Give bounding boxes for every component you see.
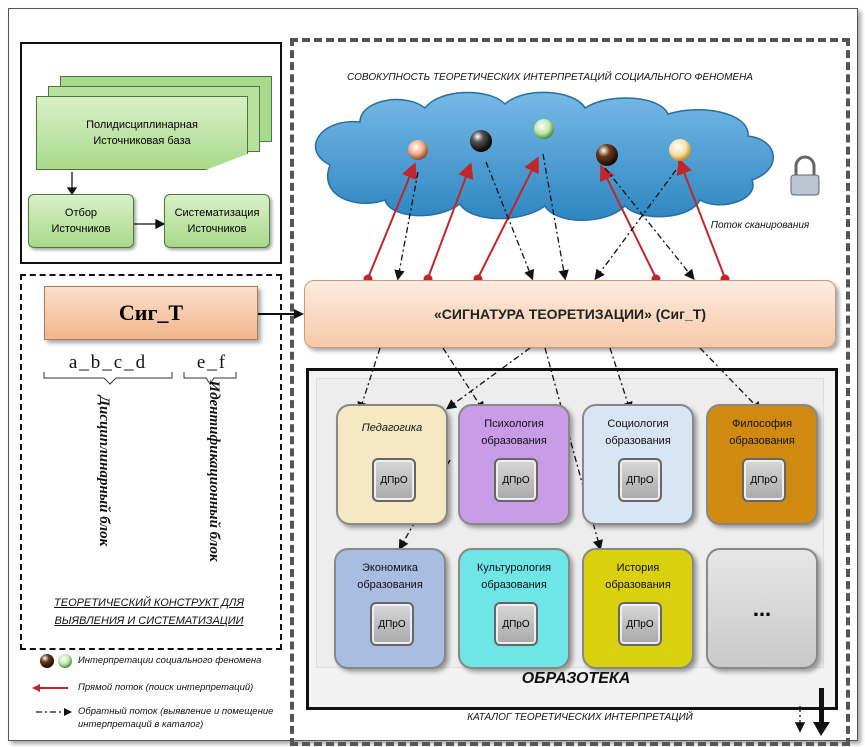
systematization-box: Систематизация Источников: [164, 194, 270, 248]
discipline-card-title: Философия образования: [729, 418, 795, 447]
more-label: ...: [752, 595, 772, 621]
dpro-badge: ДПрО: [618, 602, 662, 646]
systematization-label: Систематизация Источников: [174, 207, 260, 235]
identification-block-label: Идентификационный блок: [206, 380, 222, 562]
sig-to-signature-arrow: [258, 309, 304, 319]
discipline-card-title: Экономика образования: [357, 562, 423, 591]
reverse-flow-arrows: [357, 153, 806, 733]
dpro-badge: ДПрО: [370, 602, 414, 646]
interpretation-balls: [408, 119, 691, 166]
signature-label: «СИГНАТУРА ТЕОРЕТИЗАЦИИ» (Сиг_Т): [434, 306, 706, 322]
source-flow-arrows: [66, 172, 166, 230]
lock-icon: [790, 155, 820, 196]
selection-box: Отбор Источников: [28, 194, 134, 248]
selection-label: Отбор Источников: [51, 207, 111, 235]
signature-bar: «СИГНАТУРА ТЕОРЕТИЗАЦИИ» (Сиг_Т): [304, 280, 836, 348]
catalog-caption: КАТАЛОГ ТЕОРЕТИЧЕСКИХ ИНТЕРПРЕТАЦИЙ: [467, 712, 693, 723]
letters-group-2: e_f: [196, 352, 228, 373]
dpro-badge: ДПрО: [494, 458, 538, 502]
legend-icons: [32, 654, 72, 716]
dpro-badge: ДПрО: [494, 602, 538, 646]
discipline-card-title: Социология образования: [605, 418, 671, 447]
dpro-badge: ДПрО: [742, 458, 786, 502]
source-base-label: Полидисциплинарная Источниковая база: [86, 119, 198, 147]
discipline-card-title: Педагогика: [361, 422, 423, 434]
disciplinary-block-label: Дисциплинарный блок: [96, 395, 112, 547]
construct-frame: [20, 274, 282, 650]
discipline-card-title: История образования: [605, 562, 671, 591]
catalog-name: ОБРАЗОТЕКА: [521, 670, 631, 687]
dpro-badge: ДПрО: [618, 458, 662, 502]
cloud-caption: СОВОКУПНОСТЬ ТЕОРЕТИЧЕСКИХ ИНТЕРПРЕТАЦИЙ…: [347, 72, 753, 83]
sig-t-box: Сиг_Т: [44, 286, 258, 340]
scan-flow-label: Поток сканирования: [710, 220, 810, 231]
source-base-box: Полидисциплинарная Источниковая база: [36, 96, 248, 170]
interpretations-cloud: [314, 91, 774, 221]
legend-direct-label: Прямой поток (поиск интерпретаций): [78, 682, 254, 693]
letters-group-1: a_b_c_d: [68, 352, 148, 373]
legend-interpretations-label: Интерпретации социального феномена: [78, 655, 262, 666]
letter-braces: [43, 372, 237, 385]
catalog-output-arrow: [813, 688, 830, 736]
interpretation-area-frame: [290, 38, 850, 746]
more-disciplines-card: ...: [706, 548, 818, 669]
legend-reverse-label: Обратный поток (выявление и помещение ин…: [78, 706, 274, 730]
discipline-card-title: Культурология образования: [476, 562, 552, 591]
source-base-frame: [20, 42, 282, 264]
construct-title: ТЕОРЕТИЧЕСКИЙ КОНСТРУКТ ДЛЯ ВЫЯВЛЕНИЯ И …: [54, 597, 244, 627]
discipline-card-title: Психология образования: [481, 418, 547, 447]
outer-frame: [8, 8, 858, 741]
sig-t-label: Сиг_Т: [118, 300, 184, 325]
dpro-badge: ДПрО: [372, 458, 416, 502]
